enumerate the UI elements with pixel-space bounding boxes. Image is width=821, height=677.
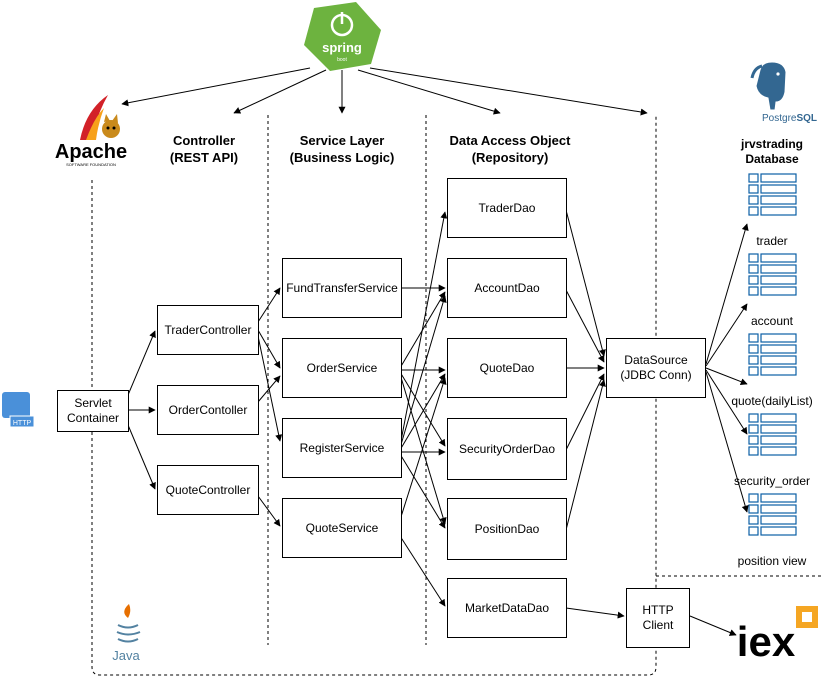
- db-table-label-trader: trader: [756, 234, 788, 248]
- security-order-dao-box[interactable]: SecurityOrderDao: [447, 418, 567, 480]
- http-badge-text: HTTP: [13, 420, 32, 427]
- db-table-icon: [748, 493, 797, 536]
- spring-logo-text: spring: [322, 40, 362, 55]
- register-service-box[interactable]: RegisterService: [282, 418, 402, 478]
- servlet-container-box[interactable]: Servlet Container: [57, 390, 129, 432]
- tomcat-icon: [102, 120, 120, 138]
- spring-logo-subtext: boot: [337, 57, 347, 63]
- iex-logo: iex: [737, 606, 818, 665]
- account-dao-box[interactable]: AccountDao: [447, 258, 567, 318]
- quote-controller-box[interactable]: QuoteController: [157, 465, 259, 515]
- iex-logo-text: iex: [737, 618, 796, 665]
- quote-service-box[interactable]: QuoteService: [282, 498, 402, 558]
- http-folder-icon: [2, 392, 30, 418]
- java-logo: Java: [112, 604, 140, 663]
- trader-controller-box[interactable]: TraderController: [157, 305, 259, 355]
- order-service-box[interactable]: OrderService: [282, 338, 402, 398]
- spring-hexagon-icon: [304, 2, 381, 71]
- trader-dao-box[interactable]: TraderDao: [447, 178, 567, 238]
- http-badge: HTTP: [2, 392, 35, 428]
- controller-header: Controller (REST API): [169, 133, 239, 165]
- java-cup-icon: [116, 624, 141, 643]
- db-table-label-security-order: security_order: [733, 474, 811, 488]
- http-client-box[interactable]: HTTP Client: [626, 588, 690, 648]
- region-borders: [91, 115, 821, 676]
- db-table-label-position-view: position view: [737, 554, 807, 568]
- apache-feather-icon: [80, 95, 108, 140]
- order-controller-box[interactable]: OrderContoller: [157, 385, 259, 435]
- elephant-icon: [755, 61, 787, 111]
- db-table-label-account: account: [750, 314, 794, 328]
- postgresql-logo: PostgreSQL: [750, 61, 817, 124]
- db-table-icon: [748, 413, 797, 456]
- service-layer-header: Service Layer (Business Logic): [289, 133, 395, 165]
- arrows: [121, 67, 749, 636]
- datasource-box[interactable]: DataSource (JDBC Conn): [606, 338, 706, 398]
- db-table-label-quote: quote(dailyList): [731, 394, 813, 408]
- apache-logo-subtext: SOFTWARE FOUNDATION: [66, 162, 116, 167]
- app-container-border: [91, 115, 657, 676]
- svg-text:PostgreSQL: PostgreSQL: [762, 113, 817, 124]
- db-table-icon: [748, 253, 797, 296]
- java-steam-icon: [124, 604, 131, 618]
- postgres-text-b: SQL: [796, 113, 817, 124]
- db-table-icon: [748, 333, 797, 376]
- java-logo-text: Java: [112, 648, 140, 663]
- db-table-icon: [748, 173, 797, 216]
- postgres-text-a: Postgre: [762, 113, 797, 124]
- database-table-icons: [748, 173, 797, 536]
- fund-transfer-service-box[interactable]: FundTransferService: [282, 258, 402, 318]
- database-title: jrvstrading Database: [740, 137, 803, 166]
- apache-logo: Apache SOFTWARE FOUNDATION: [55, 95, 127, 167]
- dao-header: Data Access Object (Repository): [449, 133, 571, 165]
- position-dao-box[interactable]: PositionDao: [447, 498, 567, 560]
- apache-logo-text: Apache: [55, 141, 127, 163]
- quote-dao-box[interactable]: QuoteDao: [447, 338, 567, 398]
- market-data-dao-box[interactable]: MarketDataDao: [447, 578, 567, 638]
- spring-boot-logo: spring boot: [304, 2, 381, 71]
